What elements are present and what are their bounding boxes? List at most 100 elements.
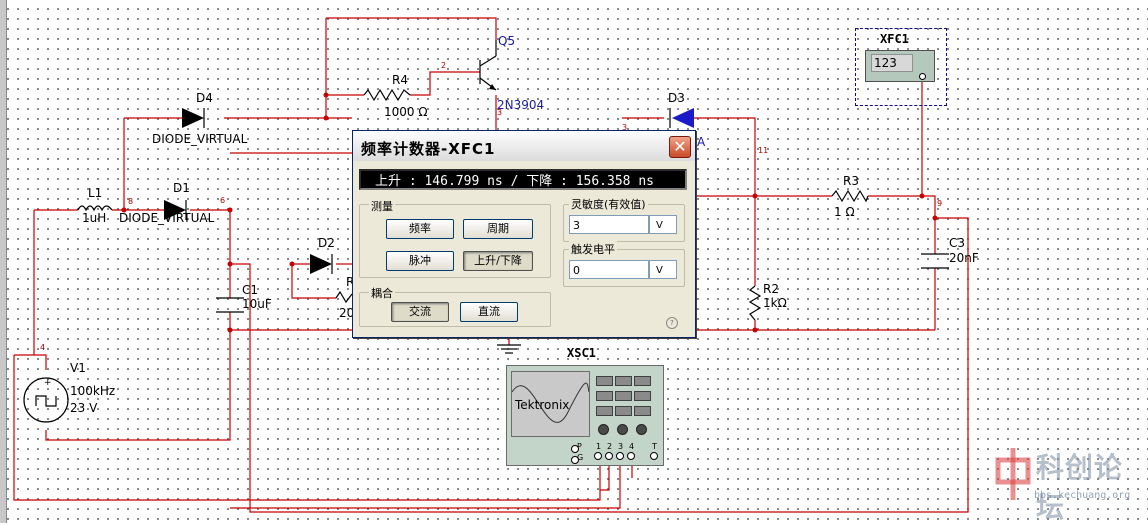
xsc1-pin-label: 3 <box>618 442 624 451</box>
node-number: 9 <box>937 199 943 208</box>
v1-ref: V1 <box>70 361 86 375</box>
xsc1-key <box>596 406 613 416</box>
trigger-input[interactable]: 0 <box>569 260 649 279</box>
svg-text:-: - <box>44 417 47 427</box>
sensitivity-input[interactable]: 3 <box>569 215 649 234</box>
svg-text:+: + <box>44 378 52 388</box>
forum-logo-icon <box>995 448 1031 500</box>
c1-value: 10uF <box>242 297 272 311</box>
pulse-button[interactable]: 脉冲 <box>386 251 454 271</box>
xsc1-pin[interactable] <box>571 445 579 453</box>
xsc1-key <box>615 406 632 416</box>
rise-fall-button[interactable]: 上升/下降 <box>463 251 533 271</box>
xsc1-key <box>615 376 632 386</box>
xsc1-brand: Tektronix <box>515 398 570 412</box>
node-number: 4 <box>40 343 46 352</box>
measure-group <box>359 204 551 278</box>
v1-freq: 100kHz <box>70 384 116 398</box>
coupling-group-label: 耦合 <box>369 285 395 301</box>
d1-model: DIODE_VIRTUAL <box>119 211 215 225</box>
xsc1-pin-label: G <box>577 453 584 462</box>
close-icon: ✕ <box>673 137 687 156</box>
xsc1-screen <box>511 371 590 437</box>
d3-model-fragment: A <box>697 135 706 149</box>
frequency-counter-dialog[interactable]: 频率计数器-XFC1 ✕ 上升 : 146.799 ns / 下降 : 156.… <box>352 130 696 338</box>
xfc1-display: 123 <box>871 54 913 72</box>
left-scrollbar-edge <box>0 0 7 523</box>
d2-ref: D2 <box>318 236 335 250</box>
sensitivity-label: 灵敏度(有效值) <box>569 196 648 212</box>
node-number: 2 <box>441 61 447 70</box>
hidden-r-value: 20 <box>339 306 355 320</box>
forum-watermark: 科创论坛 bbs.kechuang.org <box>990 442 1148 524</box>
r3-value: 1 Ω <box>834 205 855 219</box>
xsc1-pin[interactable] <box>605 452 613 460</box>
xsc1-pin-label: 1 <box>596 442 602 451</box>
xsc1-pin[interactable] <box>571 456 579 464</box>
r2-ref: R2 <box>763 282 779 296</box>
xsc1-pin-label: T <box>652 442 657 451</box>
l1-ref: L1 <box>88 186 103 200</box>
xsc1-pin-label: 2 <box>607 442 613 451</box>
v1-amp: 23 V <box>70 401 98 415</box>
xfc1-input-pin[interactable] <box>919 73 926 80</box>
node-number: 8 <box>128 197 134 206</box>
xsc1-waveform <box>512 382 589 423</box>
node-number: 6 <box>220 196 226 205</box>
trigger-label: 触发电平 <box>569 241 617 257</box>
xsc1-pin[interactable] <box>627 452 635 460</box>
xsc1-pin[interactable] <box>594 452 602 460</box>
xsc1-key <box>596 391 613 401</box>
hidden-r-ref: R <box>346 275 355 289</box>
xsc1-title: XSC1 <box>567 346 596 360</box>
xsc1-key <box>615 391 632 401</box>
watermark-text: 科创论坛 <box>1036 451 1124 524</box>
xsc1-pin[interactable] <box>616 452 624 460</box>
xsc1-key <box>634 376 651 386</box>
close-button[interactable]: ✕ <box>669 136 691 158</box>
node-number: 11 <box>758 146 769 155</box>
r3-ref: R3 <box>843 174 859 188</box>
reading-display: 上升 : 146.799 ns / 下降 : 156.358 ns <box>359 169 687 190</box>
d4-ref: D4 <box>196 91 213 105</box>
dialog-titlebar[interactable]: 频率计数器-XFC1 ✕ <box>353 131 695 161</box>
xfc1-selection-box[interactable] <box>855 28 947 106</box>
measure-group-label: 测量 <box>369 198 395 214</box>
d4-model: DIODE_VIRTUAL <box>152 132 248 146</box>
xsc1-key <box>634 391 651 401</box>
dc-coupling-button[interactable]: 直流 <box>460 302 518 322</box>
sensitivity-unit-select[interactable]: V <box>649 215 677 234</box>
node-number: 3 <box>497 108 503 117</box>
dialog-title: 频率计数器-XFC1 <box>361 140 496 158</box>
xsc1-pin-label: P <box>577 442 582 451</box>
watermark-url: bbs.kechuang.org <box>1034 490 1131 501</box>
r2-value: 1kΩ <box>763 296 787 310</box>
xsc1-pin[interactable] <box>650 452 658 460</box>
d3-ref: D3 <box>668 91 685 105</box>
xfc1-title: XFC1 <box>880 32 909 46</box>
help-icon[interactable]: ? <box>666 317 678 329</box>
xsc1-knob <box>636 424 647 435</box>
trigger-unit-select[interactable]: V <box>649 260 677 279</box>
frequency-button[interactable]: 频率 <box>386 219 454 239</box>
xsc1-knob <box>617 424 628 435</box>
ac-coupling-button[interactable]: 交流 <box>391 302 449 322</box>
period-button[interactable]: 周期 <box>463 219 533 239</box>
d1-ref: D1 <box>173 181 190 195</box>
c3-value: 20nF <box>949 251 979 265</box>
node-number: 3 <box>622 123 628 132</box>
q5-model: 2N3904 <box>497 98 545 112</box>
r4-value: 1000 Ω <box>384 105 428 119</box>
c3-ref: C3 <box>949 236 966 250</box>
l1-value: 1uH <box>82 211 107 225</box>
xsc1-knob <box>598 424 609 435</box>
q5-ref: Q5 <box>498 34 516 48</box>
xsc1-key <box>596 376 613 386</box>
xsc1-pin-label: 4 <box>629 442 635 451</box>
c1-ref: C1 <box>242 283 259 297</box>
xsc1-key <box>634 406 651 416</box>
trigger-group <box>563 249 685 287</box>
r4-ref: R4 <box>392 73 408 87</box>
coupling-group <box>359 292 551 327</box>
